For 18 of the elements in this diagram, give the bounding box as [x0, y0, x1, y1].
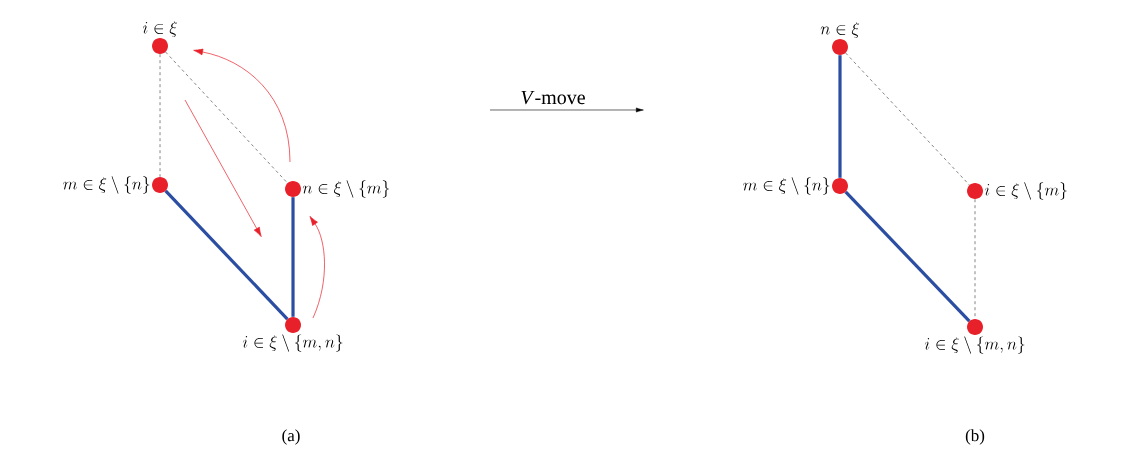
thick-line — [164, 189, 289, 321]
node-label: $i \in \xi$ — [142, 21, 177, 37]
arrow-label: V-move — [521, 90, 585, 105]
thick-line — [291, 197, 295, 317]
node-label: $n \in \xi \setminus \{m\}$ — [302, 180, 389, 198]
thick-line — [838, 55, 842, 178]
thick-line — [844, 190, 971, 323]
panel-label: (b) — [965, 429, 985, 445]
node-label: $i \in \xi \setminus \{m,n\}$ — [242, 334, 343, 352]
node-label: $m \in \xi \setminus \{n\}$ — [743, 177, 830, 195]
node-label: $n \in \xi$ — [820, 22, 860, 38]
dashed-line — [159, 53, 161, 178]
node-label: $i \in \xi \setminus \{m,n\}$ — [924, 336, 1025, 354]
panel-label: (a) — [282, 429, 300, 445]
dashed-line — [845, 52, 970, 186]
node-label: $m \in \xi \setminus \{n\}$ — [63, 176, 150, 194]
dashed-line — [165, 51, 288, 184]
node-label: $i \in \xi \setminus \{m\}$ — [984, 182, 1067, 200]
